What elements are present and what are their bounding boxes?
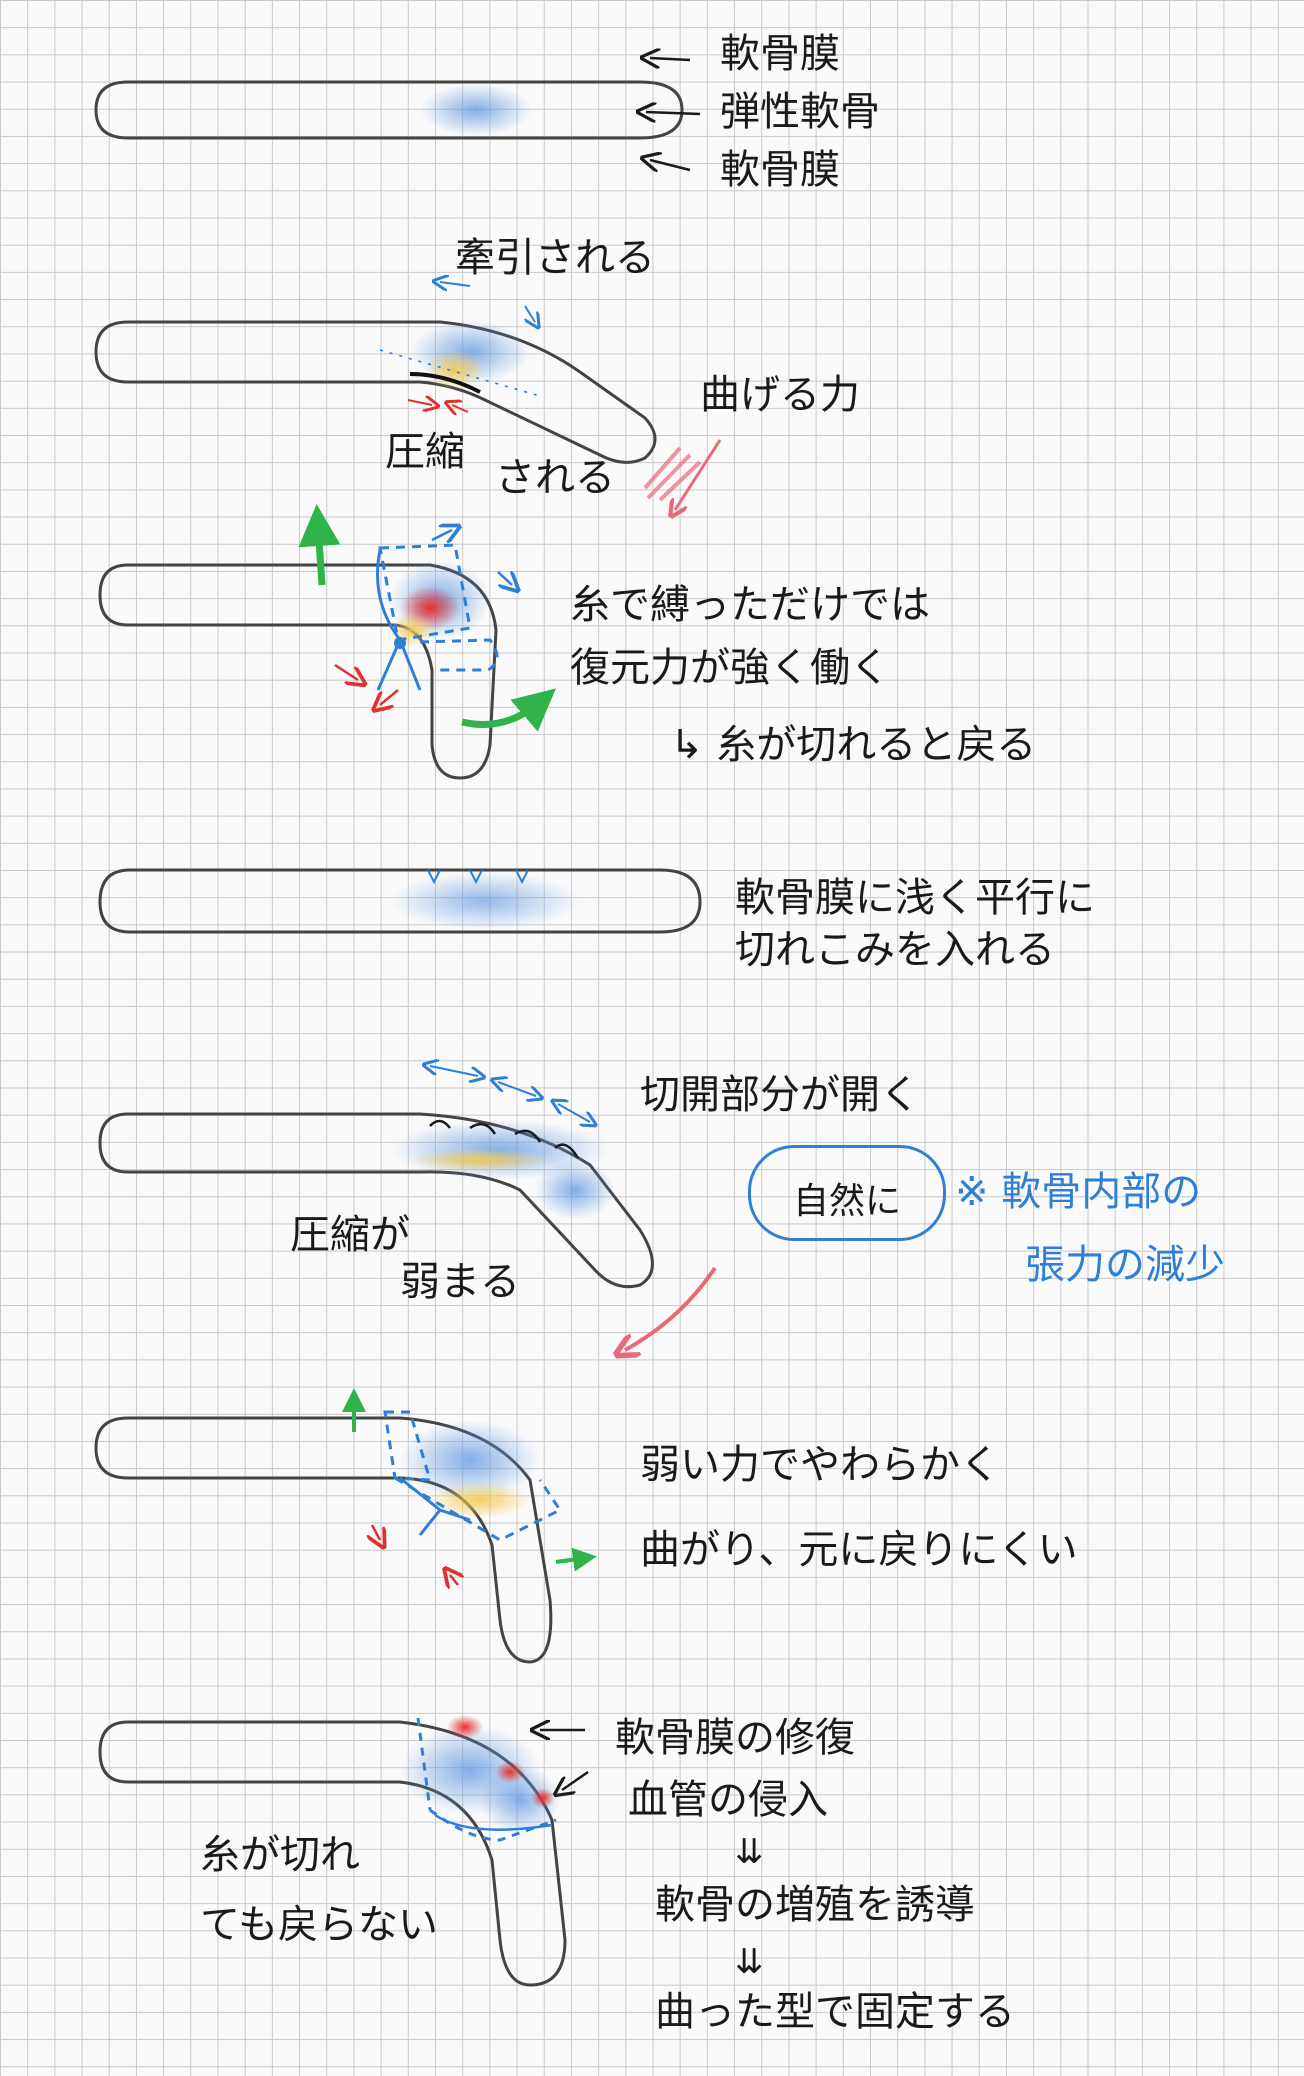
- note-soft-bend-line2: 曲がり、元に戻りにくい: [640, 1527, 1078, 1573]
- note-thread-only-line2: 復元力が強く働く: [570, 645, 890, 691]
- incision-blue-shading: [390, 872, 580, 930]
- figure-7-fixed-shape: [98, 1715, 589, 1987]
- cartilage-outline: [94, 320, 657, 464]
- label-compressed-2: される: [495, 455, 615, 501]
- tension-blue-shading: [400, 1420, 540, 1500]
- note-soft-bend-line1: 弱い力でやわらかく: [640, 1442, 1000, 1488]
- thread-lower-line: [434, 1813, 553, 1831]
- step-fix-bent-shape: 曲った型で固定する: [655, 1989, 1015, 2035]
- cartilage-blue-shading: [420, 84, 532, 136]
- spread-arrow-3: [558, 1104, 590, 1122]
- label-compression-weakens-2: 弱まる: [400, 1259, 520, 1305]
- arrow-to-elastic-cartilage: [646, 112, 701, 114]
- arrow-to-top-perichondrium: [650, 58, 691, 60]
- incision-marks: [427, 869, 529, 885]
- thread-loop-dashed: [383, 1410, 563, 1542]
- figure-3-tied-with-thread: [98, 504, 556, 780]
- label-tensioned: 牽引される: [455, 235, 655, 281]
- tension-arrow-left: [440, 282, 471, 286]
- figure-5-incisions-open: [98, 1066, 717, 1350]
- compression-yellow-shading: [425, 350, 485, 390]
- tension-arrow-right: [525, 305, 535, 322]
- thread-loop-dashed: [416, 1717, 557, 1842]
- thread-tie: [376, 549, 422, 691]
- compression-arrow-1: [334, 663, 358, 680]
- tension-arrow-1: [431, 530, 452, 540]
- figure-1-straight-cartilage: [94, 58, 701, 170]
- thread-tie: [399, 1476, 471, 1536]
- compression-arrow-2: [450, 1575, 458, 1585]
- note-incision-line2: 切れこみを入れる: [735, 927, 1055, 973]
- figure-4-shallow-incisions: [98, 868, 702, 934]
- compression-arrow-2: [380, 689, 399, 705]
- arrow-to-bottom-perichondrium: [650, 160, 691, 170]
- note-incision-line1: 軟骨膜に浅く平行に: [735, 875, 1095, 921]
- compression-yellow-shading: [410, 1148, 550, 1172]
- compression-arrow-1: [407, 400, 432, 405]
- recoil-arrow-up: [298, 504, 341, 586]
- label-elastic-cartilage: 弾性軟骨: [720, 89, 880, 135]
- compressed-edge-line: [409, 372, 481, 394]
- open-incision-marks: [429, 1119, 580, 1159]
- figure-6-soft-bend: [94, 1388, 597, 1664]
- repair-blue-shading-lower: [480, 1765, 560, 1835]
- vessel-red-spot-1: [447, 1715, 483, 1739]
- vessel-red-spot-2: [495, 1761, 525, 1783]
- recoil-arrow-right-small: [555, 1547, 597, 1572]
- speech-bubble-naturally: 自然に: [748, 1145, 946, 1241]
- label-incision-opens: 切開部分が開く: [640, 1072, 920, 1118]
- thread-knot: [394, 637, 406, 649]
- cartilage-outline: [98, 563, 498, 780]
- label-vessel-invasion: 血管の侵入: [628, 1777, 828, 1823]
- speech-bubble-text: 自然に: [792, 1181, 901, 1222]
- compression-arrow-2: [452, 405, 469, 412]
- compression-arrow-1: [372, 1524, 380, 1540]
- tension-arrow-2: [497, 572, 512, 585]
- thread-loop-dashed: [378, 543, 472, 642]
- label-bending-force: 曲げる力: [700, 372, 860, 418]
- cartilage-outline: [94, 80, 684, 140]
- label-perichondrium-top: 軟骨膜: [720, 31, 840, 77]
- label-perichondrium-repair: 軟骨膜の修復: [615, 1715, 855, 1761]
- recoil-arrow-right: [461, 688, 556, 732]
- label-compression-weakens-1: 圧縮が: [290, 1212, 410, 1258]
- cartilage-outline: [98, 868, 702, 934]
- spread-arrow-1: [430, 1066, 478, 1076]
- note-no-return-line1: 糸が切れ: [200, 1832, 360, 1878]
- label-perichondrium-bottom: 軟骨膜: [720, 147, 840, 193]
- note-tension-reduction-line2: 張力の減少: [1025, 1242, 1225, 1288]
- down-arrow-1: ⇊: [735, 1832, 764, 1872]
- arrow-to-vessel-invasion: [562, 1770, 589, 1790]
- compression-yellow-shading: [430, 1482, 530, 1518]
- spread-arrow-2: [498, 1082, 536, 1096]
- bending-force-hatch: [643, 446, 702, 502]
- bending-force-arrow: [625, 1266, 717, 1350]
- note-thread-only-line3: ↳ 糸が切れると戻る: [670, 722, 1037, 768]
- vessel-red-spot-3: [531, 1788, 555, 1808]
- down-arrow-2: ⇊: [735, 1942, 764, 1982]
- note-thread-only-line1: 糸で縛っただけでは: [570, 582, 930, 628]
- bending-force-arrow: [675, 439, 722, 510]
- step-induce-proliferation: 軟骨の増殖を誘導: [655, 1882, 975, 1928]
- note-no-return-line2: ても戻らない: [200, 1902, 438, 1948]
- note-tension-reduction-line1: ※ 軟骨内部の: [955, 1169, 1202, 1215]
- tension-blue-shading-lower: [535, 1160, 615, 1220]
- label-compressed-1: 圧縮: [385, 429, 465, 475]
- thread-loop-lower: [419, 638, 499, 672]
- figure-2-bending-force: [94, 282, 722, 510]
